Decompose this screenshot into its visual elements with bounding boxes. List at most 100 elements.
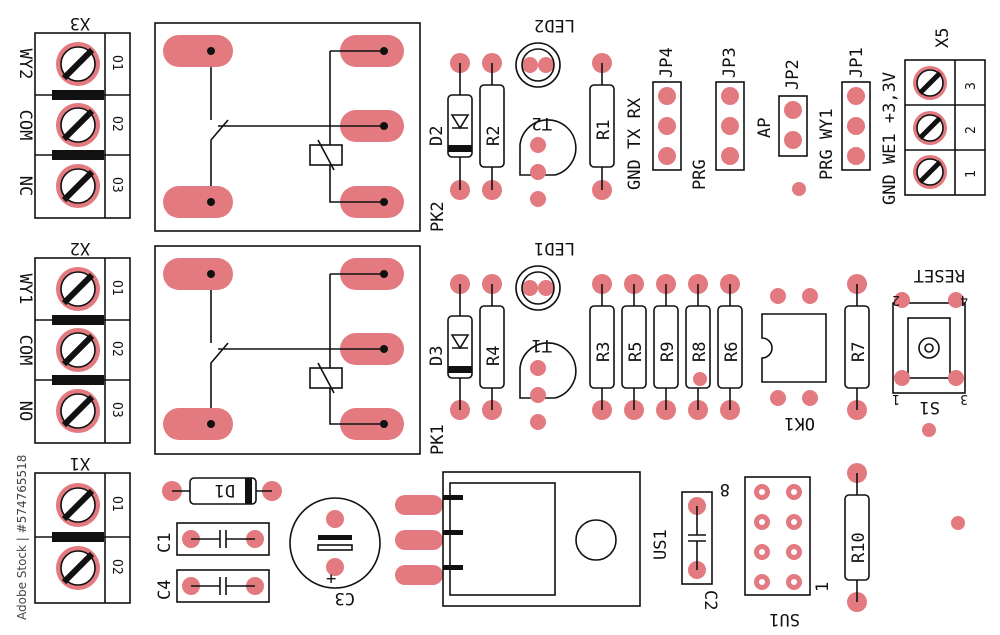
- x5-num2: 2: [964, 126, 979, 134]
- diode-d2-ref: D2: [427, 126, 447, 146]
- x1-num1: O1: [109, 496, 124, 512]
- x3-num3: O3: [109, 177, 124, 193]
- capacitor-c3: [289, 497, 381, 589]
- jumper-jp2: [778, 95, 808, 196]
- resistor-r1-ref: R1: [594, 120, 614, 140]
- resistor-r3: [589, 274, 615, 420]
- x5-num3: 3: [964, 82, 979, 90]
- su1-pin1: 1: [813, 582, 833, 592]
- su1-ref: SU1: [769, 609, 800, 629]
- x1-num2: O2: [109, 559, 124, 575]
- resistor-r7: [844, 274, 870, 420]
- resistor-r9-ref: R9: [658, 342, 678, 362]
- relay-pk2: [154, 22, 421, 232]
- resistor-r2: [479, 53, 505, 200]
- jp1-ref: JP1: [847, 47, 867, 78]
- relay-pk1-ref: PK1: [428, 424, 448, 455]
- diode-d1-ref: D1: [215, 480, 235, 500]
- x2-pin2-label: COM: [15, 335, 35, 366]
- c3-plus: +: [326, 569, 336, 589]
- header-su1: [744, 476, 811, 596]
- capacitor-c4: [176, 569, 270, 603]
- resistor-r6-ref: R6: [722, 342, 742, 362]
- x3-pin1-label: WY2: [15, 49, 35, 80]
- jp2-ref: JP2: [783, 59, 803, 90]
- regulator-us1: [395, 471, 641, 607]
- x2-pin1-label: WY1: [15, 274, 35, 305]
- jp4-ref: JP4: [657, 47, 677, 78]
- resistor-r3-ref: R3: [594, 342, 614, 362]
- resistor-r4-ref: R4: [484, 346, 504, 366]
- resistor-r6: [717, 274, 743, 420]
- resistor-r2-ref: R2: [484, 126, 504, 146]
- ok1-ref: OK1: [784, 413, 815, 433]
- x2-num2: O2: [109, 341, 124, 357]
- resistor-r10: [844, 463, 870, 612]
- capacitor-c2: [681, 491, 713, 585]
- jumper-jp1: [841, 81, 871, 171]
- resistor-r8-ref: R8: [690, 342, 710, 362]
- capacitor-c1-ref: C1: [155, 533, 175, 553]
- su1-pin8: 8: [720, 479, 730, 499]
- x2-num3: O3: [109, 402, 124, 418]
- led2-ref: LED2: [534, 15, 575, 35]
- x3-pin2-label: COM: [15, 110, 35, 141]
- terminal-x1: X1 O1 O2: [34, 453, 131, 604]
- s1-ref: S1: [920, 397, 940, 417]
- diode-d1: [162, 477, 282, 505]
- led-led1: [515, 265, 561, 311]
- diode-d3-ref: D3: [427, 346, 447, 366]
- terminal-x5: [904, 59, 986, 196]
- resistor-r5: [621, 274, 647, 420]
- x3-pin3-label: NC: [15, 176, 35, 196]
- label-prg-wy1: PRG WY1: [817, 108, 837, 180]
- resistor-r1: [589, 53, 615, 200]
- resistor-r7-ref: R7: [849, 342, 869, 362]
- s1-pin3: 3: [960, 391, 968, 406]
- x2-num1: O1: [109, 280, 124, 296]
- capacitor-c4-ref: C4: [155, 580, 175, 600]
- led-led2: [515, 42, 561, 88]
- capacitor-c1: [176, 522, 270, 556]
- relay-pk1: [154, 245, 421, 455]
- capacitor-c2-ref: C2: [700, 590, 720, 610]
- label-gnd-tx-rx: GND TX RX: [625, 97, 645, 190]
- x2-pin3-label: NO: [15, 401, 35, 421]
- capacitor-c3-ref: C3: [335, 588, 355, 608]
- t2-ref: T2: [532, 113, 552, 133]
- x5-num1: 1: [964, 170, 979, 178]
- terminal-x2: X2 WY1 COM NO O1 O2 O3: [15, 238, 131, 444]
- s1-pin2: 2: [892, 292, 900, 307]
- jumper-jp4: [652, 81, 682, 171]
- s1-pin4: 4: [960, 292, 968, 307]
- label-gnd-we1-33v: GND WE1 +3,3V: [880, 72, 900, 205]
- label-ap: AP: [755, 118, 775, 138]
- diode-d3: [447, 274, 473, 420]
- x3-ref: X3: [70, 13, 90, 33]
- x5-ref: X5: [933, 28, 953, 48]
- watermark: Adobe Stock | #574765518: [15, 455, 29, 620]
- x2-ref: X2: [70, 238, 90, 258]
- optocoupler-ok1: [761, 288, 827, 406]
- led1-ref: LED1: [534, 238, 575, 258]
- resistor-r10-ref: R10: [849, 532, 869, 563]
- x3-num1: O1: [109, 55, 124, 71]
- terminal-x3: X3 WY2 COM NC O1 O2 O3: [15, 13, 131, 219]
- resistor-r9: [653, 274, 679, 420]
- diode-d2: [447, 53, 473, 200]
- x3-num2: O2: [109, 116, 124, 132]
- transistor-t2: [519, 119, 577, 207]
- s1-label-reset: RESET: [914, 265, 965, 285]
- jp3-ref: JP3: [720, 47, 740, 78]
- us1-ref: US1: [651, 529, 671, 560]
- relay-pk2-ref: PK2: [428, 201, 448, 232]
- label-prg-jp3: PRG: [690, 159, 710, 190]
- s1-pin1: 1: [892, 391, 900, 406]
- resistor-r4: [479, 274, 505, 420]
- x1-ref: X1: [70, 453, 90, 473]
- resistor-r8: [685, 274, 711, 420]
- transistor-t1: [519, 342, 577, 430]
- resistor-r5-ref: R5: [626, 342, 646, 362]
